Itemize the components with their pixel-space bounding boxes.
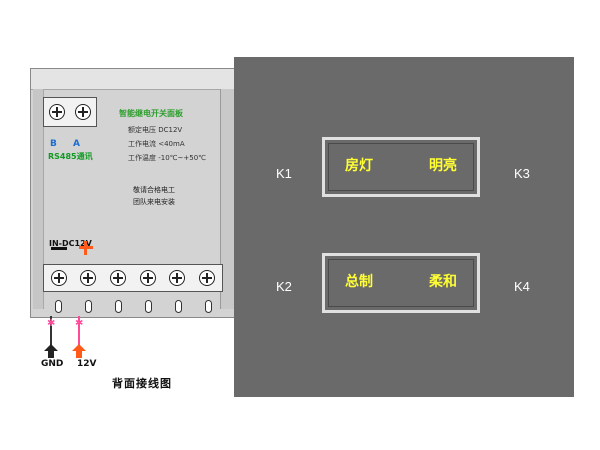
screw-icon — [139, 270, 156, 286]
safety-note-1: 敬请合格电工 — [133, 186, 175, 194]
screw-icon — [169, 270, 186, 286]
gnd-wire — [50, 316, 52, 346]
terminal-label-a: A — [73, 139, 80, 149]
dc-input-label: IN-DC12V — [49, 239, 92, 248]
bus-label: RS485通讯 — [48, 152, 93, 161]
spec-line-current: 工作电流 <40mA — [128, 140, 185, 148]
star-icon: ✱ — [47, 318, 56, 329]
key-button-top[interactable]: 房灯 明亮 — [322, 137, 480, 197]
switch-panel: 房灯 明亮 总制 柔和 K1 K3 K2 K4 — [234, 57, 574, 397]
star-icon: ✱ — [75, 318, 84, 329]
output-terminal-block — [43, 264, 223, 292]
device-right-bar — [220, 89, 235, 309]
spec-line-temperature: 工作温度 -10℃~+50℃ — [128, 154, 207, 162]
pin — [84, 299, 92, 313]
arrow-up-icon — [44, 344, 58, 358]
device-body: B A RS485通讯 智能继电开关面板 额定电压 DC12V 工作电流 <40… — [30, 68, 237, 318]
key-inner — [328, 143, 474, 191]
pin — [174, 299, 182, 313]
arrow-up-icon — [72, 344, 86, 358]
key-button-bottom[interactable]: 总制 柔和 — [322, 253, 480, 313]
wiring-device: B A RS485通讯 智能继电开关面板 额定电压 DC12V 工作电流 <40… — [30, 68, 237, 358]
pin — [204, 299, 212, 313]
screw-icon — [80, 270, 97, 286]
bus-terminal-block — [43, 97, 97, 127]
gnd-label: GND — [41, 359, 64, 369]
screw-icon — [199, 270, 216, 286]
k2-label: K2 — [276, 279, 292, 294]
power-wire — [78, 316, 80, 346]
screw-icon — [49, 104, 65, 120]
caption: 背面接线图 — [112, 377, 172, 390]
pin — [114, 299, 122, 313]
device-title: 智能继电开关面板 — [119, 109, 183, 118]
pin — [144, 299, 152, 313]
safety-note-2: 团队来电安装 — [133, 198, 175, 206]
k3-label: K3 — [514, 166, 530, 181]
k4-label: K4 — [514, 279, 530, 294]
screw-icon — [110, 270, 127, 286]
device-left-bar — [33, 89, 44, 309]
terminal-pins — [43, 295, 223, 317]
screw-icon — [50, 270, 67, 286]
device-top-strip — [31, 69, 237, 90]
key-label-room-light: 房灯 — [345, 158, 373, 174]
key-label-master: 总制 — [345, 274, 373, 290]
k1-label: K1 — [276, 166, 292, 181]
terminal-label-b: B — [50, 139, 57, 149]
minus-icon — [51, 247, 67, 250]
spec-line-voltage: 额定电压 DC12V — [128, 126, 183, 134]
pin — [54, 299, 62, 313]
key-inner — [328, 259, 474, 307]
key-label-soft: 柔和 — [429, 274, 457, 290]
screw-icon — [75, 104, 91, 120]
key-label-bright: 明亮 — [429, 158, 457, 174]
v12-label: 12V — [77, 359, 97, 369]
plus-icon — [79, 241, 93, 255]
